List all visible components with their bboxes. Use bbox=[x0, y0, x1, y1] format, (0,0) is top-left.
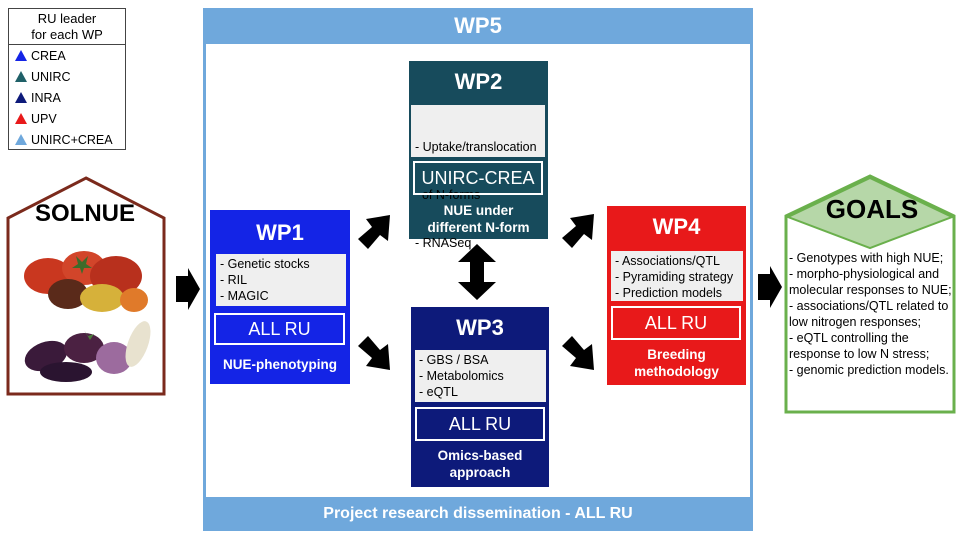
solnue-title: SOLNUE bbox=[34, 200, 135, 227]
triangle-icon bbox=[15, 134, 27, 145]
list-item: - GBS / BSA bbox=[419, 353, 489, 367]
legend-label: CREA bbox=[31, 48, 66, 63]
list-item: - genomic prediction models. bbox=[789, 363, 949, 377]
solnue-pentagon bbox=[6, 176, 166, 396]
triangle-icon bbox=[15, 50, 27, 61]
triangle-icon bbox=[15, 71, 27, 82]
triangle-icon bbox=[15, 92, 27, 103]
wp5-footer: Project research dissemination - ALL RU bbox=[203, 497, 753, 531]
legend-item-unirc: UNIRC bbox=[9, 66, 125, 87]
list-item: - Associations/QTL bbox=[615, 254, 720, 268]
arrow-right-icon bbox=[176, 268, 200, 310]
wp2-subtitle: NUE under different N-form bbox=[427, 203, 530, 235]
legend-item-inra: INRA bbox=[9, 87, 125, 108]
wp2-items: - Uptake/translocation of N-forms - RNAS… bbox=[411, 105, 545, 250]
legend-label: UPV bbox=[31, 111, 57, 126]
list-item: - associations/QTL related to low nitrog… bbox=[789, 299, 949, 329]
legend-title: RU leader for each WP bbox=[9, 9, 125, 45]
wp4-box: WP4 - Associations/QTL - Pyramiding stra… bbox=[607, 206, 746, 385]
tomato-image bbox=[24, 251, 148, 312]
arrow-right-icon bbox=[758, 266, 782, 308]
wp4-subtitle: Breeding methodology bbox=[634, 347, 719, 379]
wp1-subtitle: NUE-phenotyping bbox=[223, 357, 337, 372]
eggplant-image bbox=[24, 321, 151, 382]
wp3-box: WP3 - GBS / BSA - Metabolomics - eQTL AL… bbox=[411, 307, 549, 487]
list-item: - Genotypes with high NUE; bbox=[789, 251, 944, 265]
list-item: - eQTL bbox=[419, 385, 458, 399]
list-item: - eQTL controlling the response to low N… bbox=[789, 331, 930, 361]
wp5-title: WP5 bbox=[203, 8, 753, 44]
list-item: - Genetic stocks bbox=[220, 257, 310, 271]
wp2-title: WP2 bbox=[454, 69, 503, 94]
legend-label: UNIRC+CREA bbox=[31, 132, 113, 147]
list-item: of N-forms bbox=[415, 188, 481, 202]
wp4-lead: ALL RU bbox=[611, 306, 741, 340]
wp4-title: WP4 bbox=[652, 214, 701, 239]
arrow-right-up-icon bbox=[562, 214, 594, 248]
wp3-title: WP3 bbox=[456, 315, 504, 340]
legend-item-crea: CREA bbox=[9, 45, 125, 66]
wp1-box: WP1 - Genetic stocks - RIL - MAGIC ALL R… bbox=[210, 210, 350, 384]
goals-pentagon bbox=[784, 174, 956, 414]
triangle-icon bbox=[15, 113, 27, 124]
legend-item-unirc-crea: UNIRC+CREA bbox=[9, 129, 125, 150]
arrow-right-down-icon bbox=[562, 336, 594, 370]
legend-label: UNIRC bbox=[31, 69, 71, 84]
legend: RU leader for each WP CREA UNIRC INRA UP… bbox=[8, 8, 126, 150]
list-item: - RNASeq bbox=[415, 236, 472, 250]
goals-list: - Genotypes with high NUE; - morpho-phys… bbox=[789, 250, 957, 378]
arrow-down-right-icon bbox=[358, 336, 390, 370]
legend-item-upv: UPV bbox=[9, 108, 125, 129]
list-item: - morpho-physiological and molecular res… bbox=[789, 267, 952, 297]
wp3-items: - GBS / BSA - Metabolomics - eQTL bbox=[415, 350, 546, 402]
arrow-up-right-icon bbox=[358, 215, 390, 249]
list-item: - Prediction models bbox=[615, 286, 722, 300]
goals-title: GOALS bbox=[825, 194, 919, 224]
wp3-subtitle: Omics-based approach bbox=[437, 448, 523, 480]
wp4-items: - Associations/QTL - Pyramiding strategy… bbox=[611, 251, 743, 301]
wp3-lead: ALL RU bbox=[415, 407, 545, 441]
wp2-box: WP2 - Uptake/translocation of N-forms - … bbox=[409, 61, 548, 250]
list-item: - Metabolomics bbox=[419, 369, 504, 383]
list-item: - Uptake/translocation bbox=[415, 140, 537, 154]
wp2-lead: UNIRC-CREA bbox=[413, 161, 543, 195]
list-item: - MAGIC bbox=[220, 289, 269, 303]
legend-label: INRA bbox=[31, 90, 61, 105]
list-item: - Pyramiding strategy bbox=[615, 270, 734, 284]
wp1-title: WP1 bbox=[256, 220, 304, 245]
double-arrow-icon bbox=[458, 244, 496, 300]
wp1-lead: ALL RU bbox=[214, 313, 345, 345]
list-item: - RIL bbox=[220, 273, 248, 287]
wp5-frame bbox=[203, 8, 753, 531]
wp1-items: - Genetic stocks - RIL - MAGIC bbox=[216, 254, 346, 306]
